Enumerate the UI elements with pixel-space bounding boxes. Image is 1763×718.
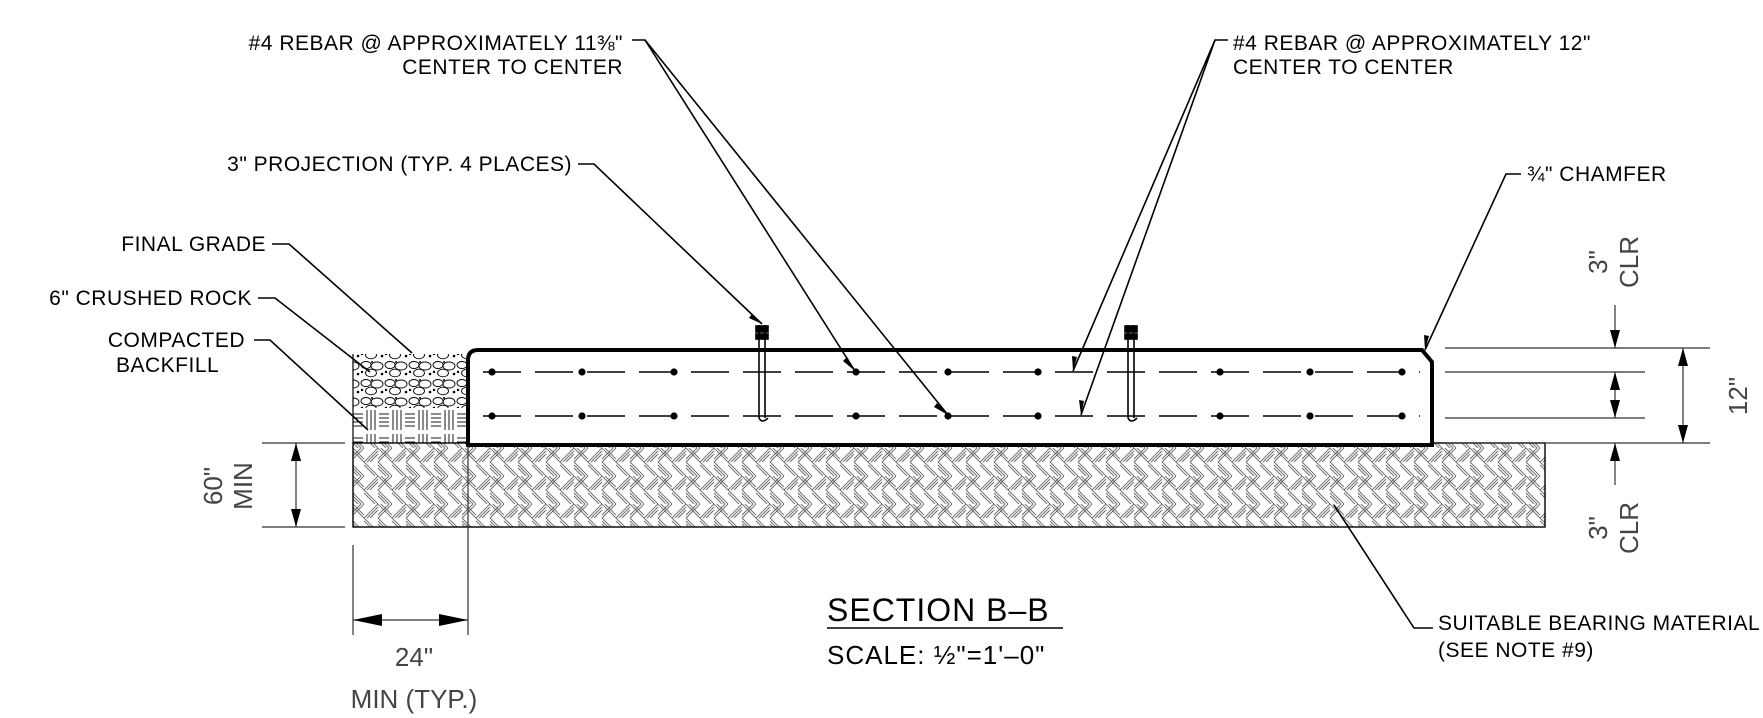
clear-top-note: CLR xyxy=(1614,236,1644,288)
clear-bottom-value: 3" xyxy=(1583,516,1613,540)
clear-bottom-note: CLR xyxy=(1614,502,1644,554)
crushed-rock-label: 6" CRUSHED ROCK xyxy=(49,287,252,310)
depth-dimension xyxy=(262,442,345,528)
rebar-dot xyxy=(1216,412,1224,420)
rebar-dot xyxy=(852,412,860,420)
bearing-label-line2: (SEE NOTE #9) xyxy=(1438,639,1594,662)
depth-value: 60" xyxy=(198,467,228,505)
rebar-right-label-line1: #4 REBAR @ APPROXIMATELY 12" xyxy=(1233,32,1591,55)
clear-top-value: 3" xyxy=(1583,250,1613,274)
rebar-dot xyxy=(944,412,952,420)
chamfer-label: ¾" CHAMFER xyxy=(1527,163,1667,186)
rebar-dot xyxy=(1398,412,1406,420)
rebar-dot xyxy=(1398,368,1406,376)
compacted-label-line1: COMPACTED xyxy=(108,329,245,352)
width-note: MIN (TYP.) xyxy=(351,684,478,714)
crushed-rock xyxy=(353,354,468,408)
anchor-bolt-right xyxy=(1124,325,1138,422)
leader-arrowheads xyxy=(749,314,1429,415)
rebar-dot xyxy=(944,368,952,376)
final-grade-label: FINAL GRADE xyxy=(121,233,266,256)
rebar-left-label-line2: CENTER TO CENTER xyxy=(402,56,623,79)
rebar-dot xyxy=(1216,368,1224,376)
width-arrows xyxy=(353,614,468,626)
rebar-dot xyxy=(1034,368,1042,376)
section-scale: SCALE: ½"=1'–0" xyxy=(827,640,1045,670)
compacted-backfill xyxy=(353,408,468,443)
concrete-slab xyxy=(466,348,1434,447)
compacted-label-line2: BACKFILL xyxy=(116,354,219,377)
rebar-dot xyxy=(1306,412,1314,420)
leader-lines xyxy=(254,39,1521,629)
depth-arrows xyxy=(291,443,301,527)
depth-note: MIN xyxy=(228,462,258,510)
rebar-dot xyxy=(488,368,496,376)
rebar-dots xyxy=(488,368,1406,420)
rebar-dot xyxy=(578,412,586,420)
rebar-dot xyxy=(1306,368,1314,376)
rebar-dot xyxy=(578,368,586,376)
bearing-label-line1: SUITABLE BEARING MATERIAL xyxy=(1438,612,1760,635)
rebar-left-label-line1: #4 REBAR @ APPROXIMATELY 11⅜" xyxy=(249,32,623,55)
section-title: SECTION B–B xyxy=(827,592,1050,628)
rebar-dot xyxy=(488,412,496,420)
anchor-bolt-left xyxy=(755,325,769,422)
rebar-dot xyxy=(1034,412,1042,420)
projection-label: 3" PROJECTION (TYP. 4 PLACES) xyxy=(227,153,572,176)
thickness-value: 12" xyxy=(1723,377,1753,415)
rebar-right-label-line2: CENTER TO CENTER xyxy=(1233,56,1454,79)
width-value: 24" xyxy=(395,642,433,672)
rebar-dot xyxy=(670,368,678,376)
rebar-dot xyxy=(670,412,678,420)
thickness-arrows xyxy=(1610,330,1688,461)
bearing-material xyxy=(352,442,1546,528)
